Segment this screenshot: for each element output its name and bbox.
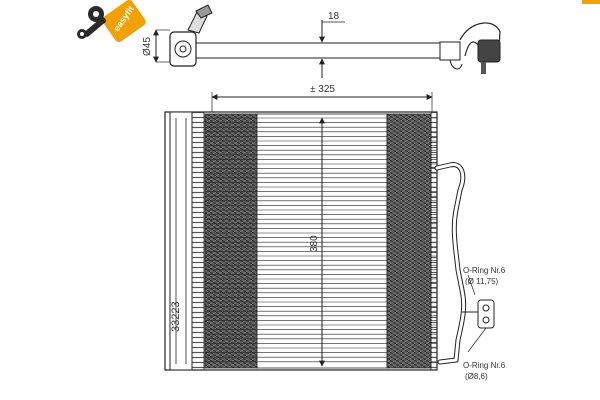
corner-mark (582, 0, 600, 4)
wrench-and-gear-icon (77, 6, 107, 39)
fin-block-right (386, 113, 432, 369)
condenser-front-view (164, 92, 495, 371)
part-number-label: 33223 (170, 301, 182, 332)
core-width-label: ± 325 (310, 84, 335, 95)
right-fitting (439, 41, 461, 61)
top-pipe-view (153, 4, 501, 78)
pipe-offset-label: 18 (328, 11, 340, 22)
oring-top-line2: (Ø 11,75) (465, 277, 499, 286)
easyfit-logo: easyfit (77, 0, 146, 43)
lower-flange (477, 299, 495, 329)
oring-bottom-line2: (Ø8,6) (465, 372, 488, 381)
oring-bottom-line1: O-Ring Nr.6 (463, 361, 506, 370)
pipe-diameter-label: Ø45 (142, 37, 153, 56)
fin-block-left (204, 113, 258, 369)
oring-top-line1: O-Ring Nr.6 (463, 266, 506, 275)
core-height-label: 380 (309, 235, 320, 252)
